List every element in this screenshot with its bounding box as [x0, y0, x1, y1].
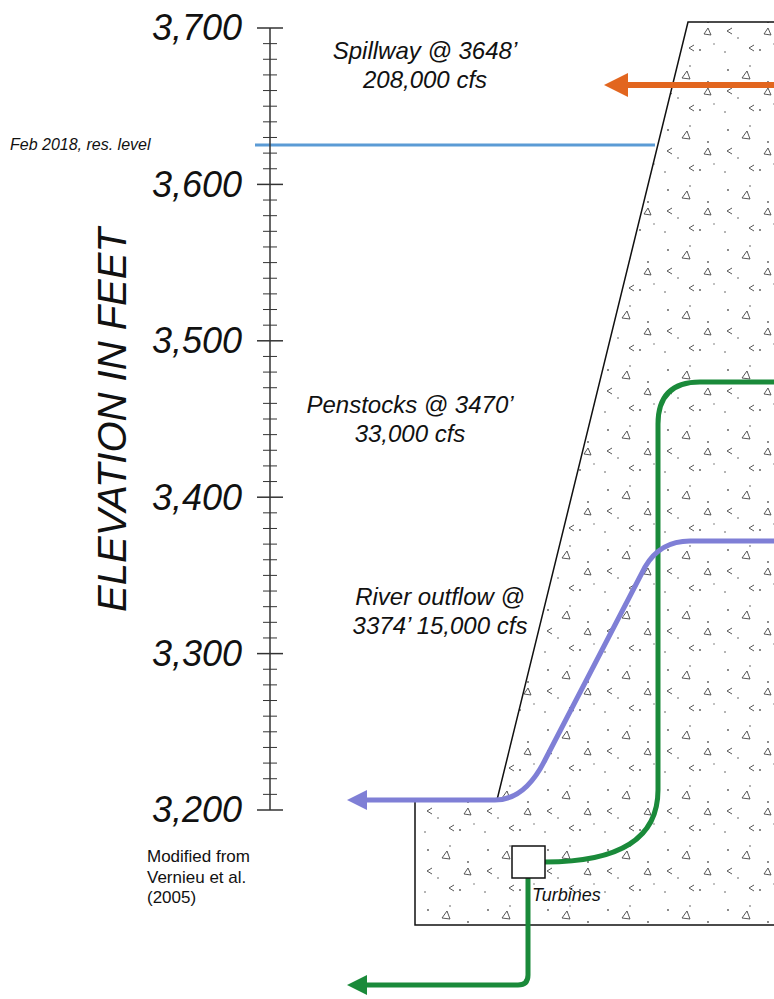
reservoir-level-line [255, 144, 655, 147]
penstock-pipe [545, 382, 774, 862]
axis-tick [263, 419, 277, 420]
source-note: Modified from Vernieu et al. (2005) [147, 847, 261, 908]
river-outflow-label: River outflow @ 3374’ 15,000 cfs [346, 583, 534, 641]
axis-tick [257, 496, 283, 498]
axis-tick [263, 731, 277, 732]
axis-tick [263, 622, 277, 623]
axis-tick [263, 747, 277, 748]
concrete-texture [415, 22, 774, 925]
penstocks-label: Penstocks @ 3470’ 33,000 cfs [300, 391, 520, 449]
axis-tick [263, 293, 277, 294]
axis-tick [263, 121, 277, 122]
axis-tick [263, 544, 277, 545]
axis-tick [263, 106, 277, 107]
axis-value: 3,500 [152, 319, 242, 362]
axis-tick [263, 74, 277, 75]
axis-tick [263, 512, 277, 513]
axis-tick [257, 340, 283, 342]
axis-tick [263, 168, 277, 169]
axis-tick [263, 450, 277, 451]
axis-value: 3,300 [152, 632, 242, 675]
axis-tick [263, 278, 277, 279]
turbines-label: Turbines [532, 885, 601, 907]
turbine-outflow-arrow [362, 878, 528, 985]
axis-tick [263, 262, 277, 263]
axis-title: ELEVATION IN FEET [88, 228, 136, 612]
axis-tick [263, 528, 277, 529]
axis-tick [263, 372, 277, 373]
axis-tick [263, 403, 277, 404]
reservoir-level-label: Feb 2018, res. level [10, 135, 151, 154]
axis-tick [263, 637, 277, 638]
axis-tick [257, 27, 283, 29]
axis-tick [263, 591, 277, 592]
axis-tick [263, 43, 277, 44]
axis-tick [263, 763, 277, 764]
axis-tick [263, 231, 277, 232]
axis-tick [263, 246, 277, 247]
axis-value: 3,600 [152, 163, 242, 206]
axis-tick [257, 184, 283, 186]
axis-tick [263, 575, 277, 576]
axis-tick [263, 200, 277, 201]
axis-ticks [257, 28, 283, 810]
axis-tick [257, 809, 283, 811]
axis-tick [263, 559, 277, 560]
axis-tick [263, 387, 277, 388]
turbine-box [512, 846, 545, 878]
dam-outline [415, 22, 774, 925]
axis-tick [263, 778, 277, 779]
axis-tick [263, 606, 277, 607]
axis-tick [263, 90, 277, 91]
axis-tick [263, 434, 277, 435]
spillway-arrow [622, 82, 774, 88]
axis-tick [263, 356, 277, 357]
axis-tick [263, 215, 277, 216]
dam-body [415, 22, 774, 925]
axis-tick [263, 309, 277, 310]
axis-tick [263, 325, 277, 326]
axis-tick [263, 59, 277, 60]
axis-tick [263, 794, 277, 795]
axis-tick [263, 669, 277, 670]
axis-tick [263, 481, 277, 482]
axis-tick [263, 153, 277, 154]
axis-tick [263, 684, 277, 685]
river-outflow-pipe [362, 541, 774, 800]
axis-tick [263, 465, 277, 466]
axis-tick [257, 653, 283, 655]
axis-value: 3,200 [152, 788, 242, 831]
spillway-label: Spillway @ 3648’ 208,000 cfs [323, 37, 528, 95]
axis-value: 3,400 [152, 476, 242, 519]
axis-tick [263, 137, 277, 138]
axis-tick [263, 700, 277, 701]
axis-tick [263, 716, 277, 717]
axis-value: 3,700 [152, 6, 242, 49]
